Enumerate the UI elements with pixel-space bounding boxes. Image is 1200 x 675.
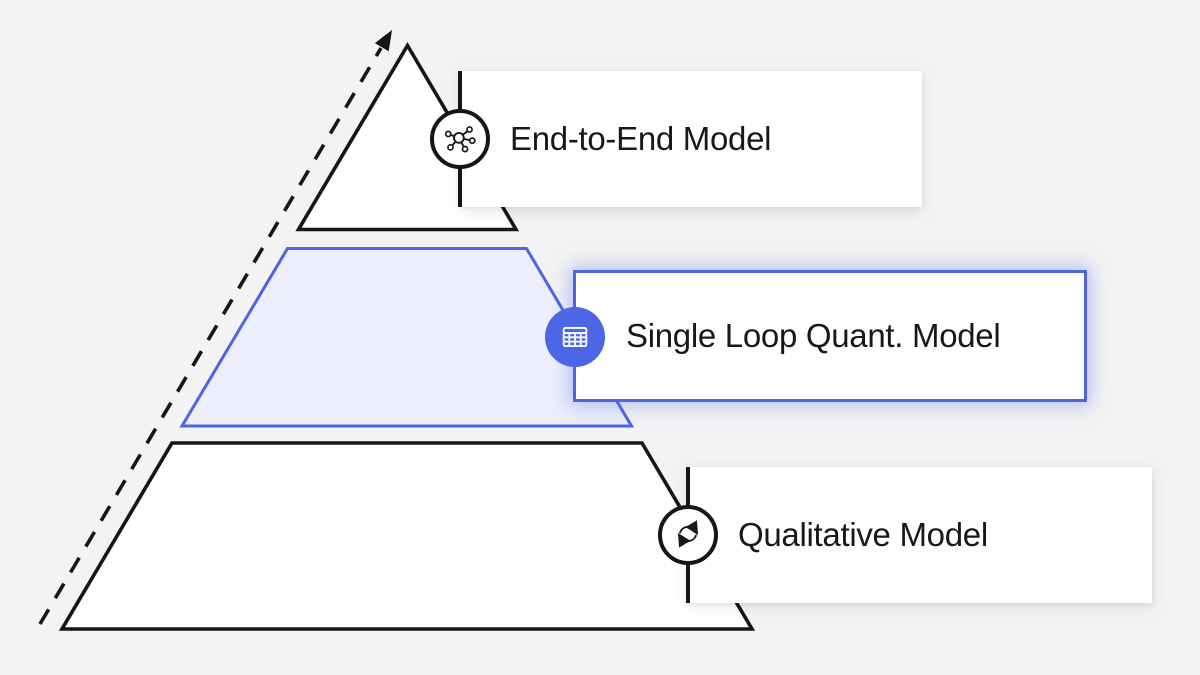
sync-icon-badge xyxy=(658,505,718,565)
pyramid-tier-bottom-shape[interactable] xyxy=(58,441,756,631)
card-label: End-to-End Model xyxy=(510,120,772,157)
growth-arrow-head-icon xyxy=(374,30,392,52)
network-icon-badge xyxy=(430,109,490,169)
pyramid-tier-middle-shape[interactable] xyxy=(179,247,635,428)
growth-arrow-line xyxy=(38,47,383,625)
card-single-loop-quant-model[interactable]: Single Loop Quant. Model xyxy=(573,270,1087,402)
card-label: Qualitative Model xyxy=(738,516,988,553)
card-end-to-end-model[interactable]: End-to-End Model xyxy=(460,71,922,207)
table-icon-badge xyxy=(545,307,605,367)
card-label: Single Loop Quant. Model xyxy=(626,317,1001,354)
network-icon xyxy=(444,126,476,153)
card-qualitative-model[interactable]: Qualitative Model xyxy=(688,467,1152,603)
sync-icon xyxy=(677,520,699,548)
table-icon xyxy=(562,327,588,347)
